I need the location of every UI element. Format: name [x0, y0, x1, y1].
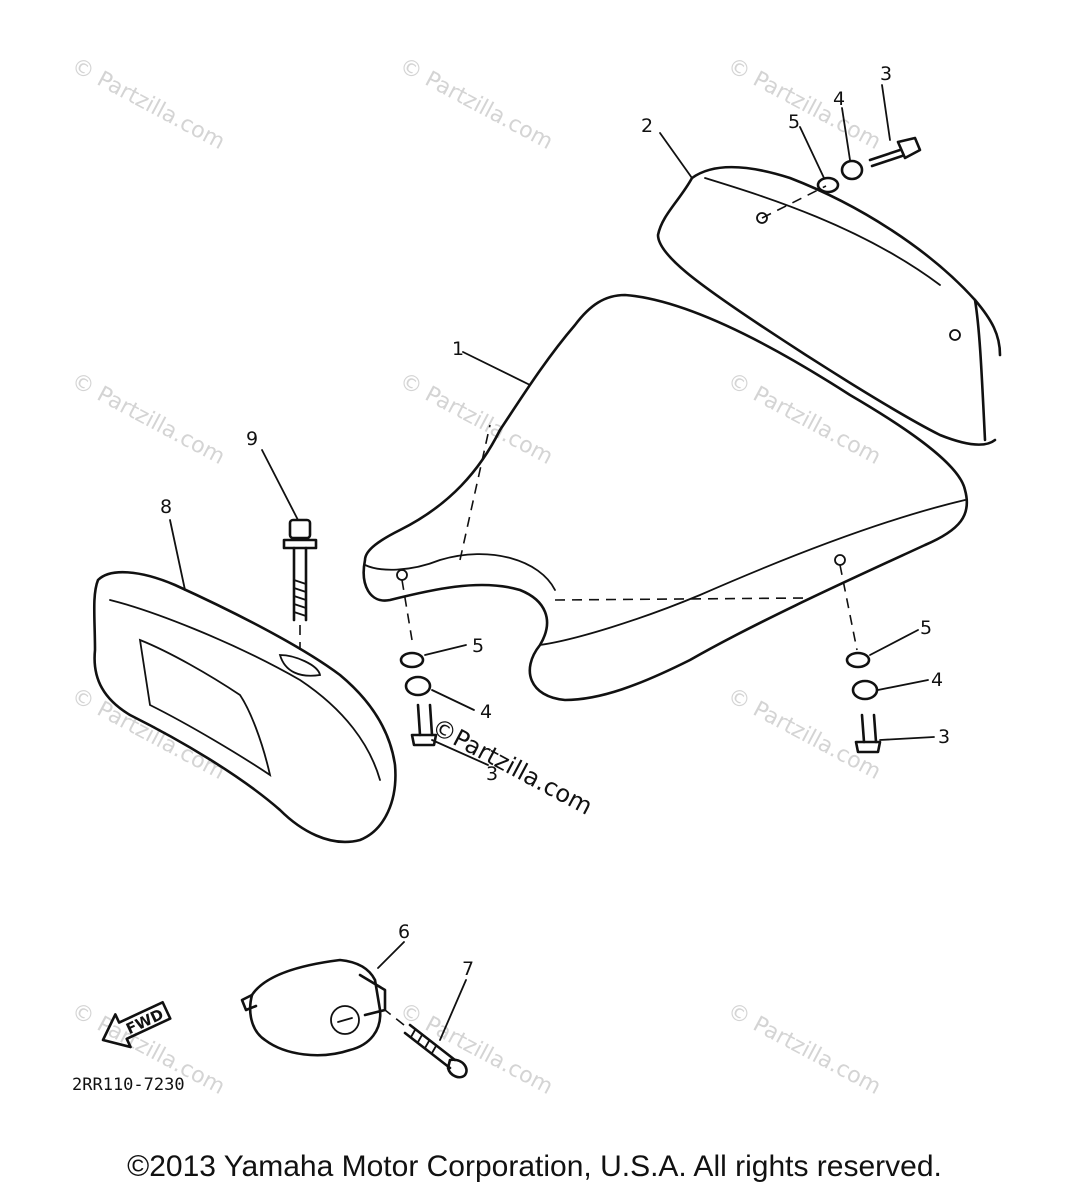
callout-4: 4: [833, 88, 845, 110]
watermark: © Partzilla.com: [67, 368, 229, 470]
watermark: © Partzilla.com: [723, 368, 885, 470]
hardware-center[interactable]: [399, 651, 438, 747]
watermark: © Partzilla.com: [723, 998, 885, 1100]
callout-8: 8: [160, 496, 172, 518]
callout-4: 4: [931, 669, 943, 691]
callout-5: 5: [788, 111, 800, 133]
watermark: © Partzilla.com: [395, 53, 557, 155]
callout-3: 3: [938, 726, 950, 748]
callout-4: 4: [480, 701, 492, 723]
callout-2: 2: [641, 115, 653, 137]
callout-5: 5: [472, 635, 484, 657]
callout-6: 6: [398, 921, 410, 943]
callout-7: 7: [462, 958, 474, 980]
callout-labels: 1 2 3 4 5 9 8 5 4 3 5 4 3 6 7: [160, 63, 950, 980]
watermark: © Partzilla.com: [67, 53, 229, 155]
leader-lines: [169, 84, 935, 1041]
watermark-layer: © Partzilla.com © Partzilla.com © Partzi…: [67, 53, 885, 1100]
hardware-top-right[interactable]: [816, 136, 922, 194]
hardware-right[interactable]: [845, 651, 882, 754]
part-6-seat-lock[interactable]: [240, 958, 387, 1057]
part-1-seat[interactable]: [362, 293, 969, 702]
part-7-screw[interactable]: [384, 1009, 468, 1079]
part-8-side-cover[interactable]: [92, 570, 397, 844]
reference-code: 2RR110-7230: [72, 1075, 185, 1095]
watermark: © Partzilla.com: [723, 53, 885, 155]
part-2-rear-pad[interactable]: [656, 165, 1002, 446]
watermark: © Partzilla.com: [395, 998, 557, 1100]
callout-3: 3: [486, 763, 498, 785]
callout-1: 1: [452, 338, 464, 360]
watermark-center: ©Partzilla.com: [427, 713, 597, 821]
callout-9: 9: [246, 428, 258, 450]
callout-3: 3: [880, 63, 892, 85]
callout-5: 5: [920, 617, 932, 639]
part-9-bolt[interactable]: [282, 518, 318, 650]
copyright-notice: ©2013 Yamaha Motor Corporation, U.S.A. A…: [127, 1150, 942, 1183]
